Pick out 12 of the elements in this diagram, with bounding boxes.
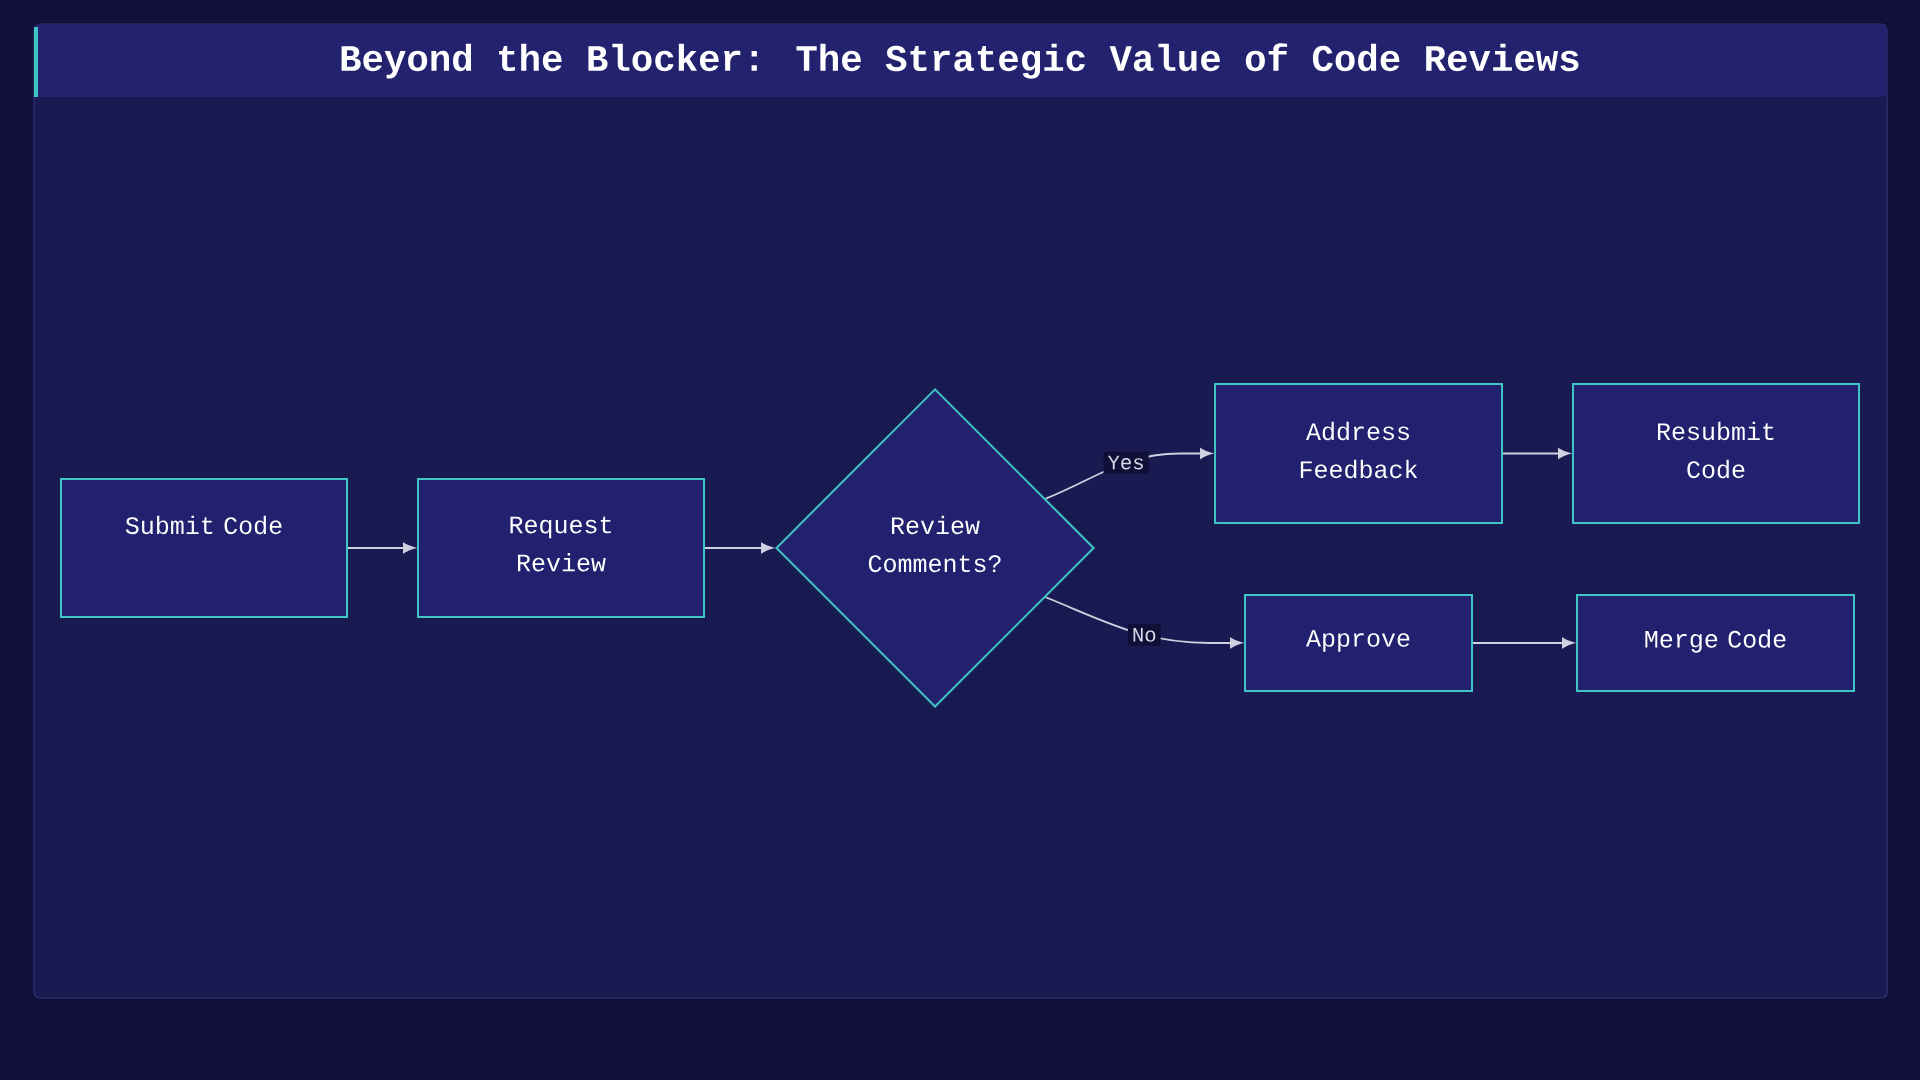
process-box: Merge Code — [1576, 594, 1855, 692]
edge-label: No — [1127, 624, 1161, 646]
process-box: Address Feedback — [1214, 383, 1503, 524]
arrow — [704, 542, 773, 554]
title: Beyond the Blocker: The Strategic Value of Code Reviews — [341, 43, 1579, 79]
process-box: Request Review — [417, 478, 705, 618]
process-box: Submit Code — [60, 478, 348, 618]
arrow — [1472, 637, 1574, 649]
process-box: Approve — [1244, 594, 1473, 692]
arrow — [1502, 448, 1570, 459]
process-box: Resubmit Code — [1572, 383, 1860, 524]
arrow — [347, 542, 415, 554]
